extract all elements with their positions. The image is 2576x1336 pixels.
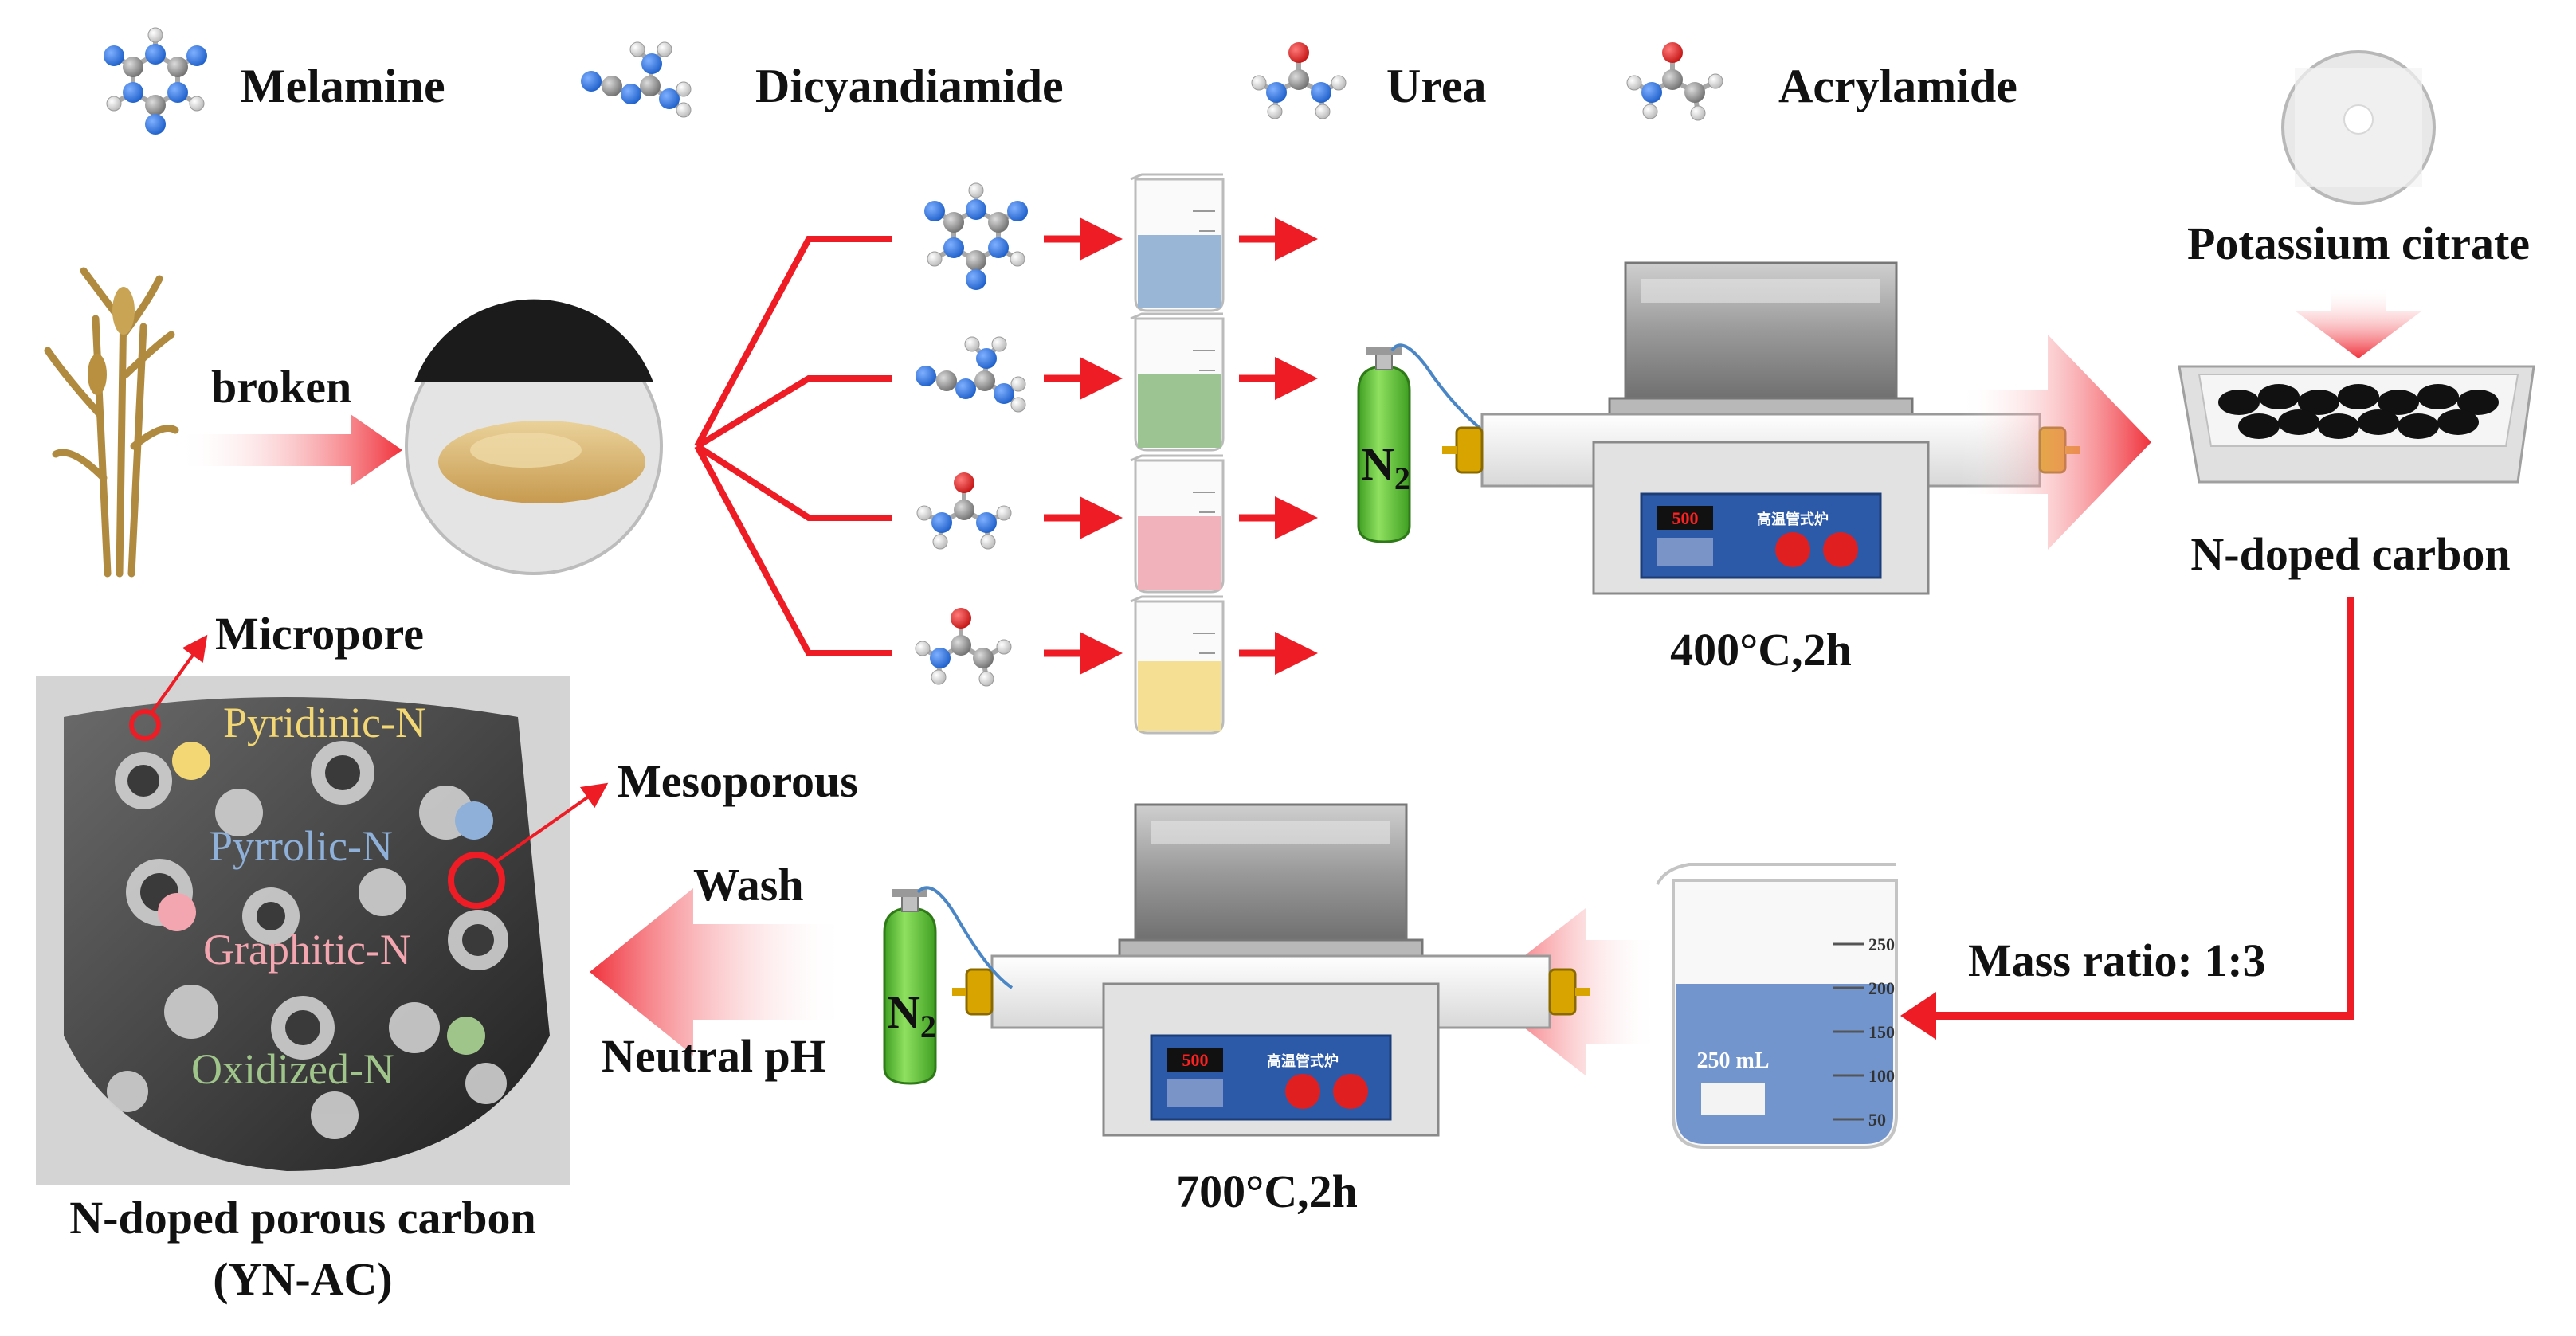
beaker-tick-label: 100	[1868, 1066, 1895, 1086]
broken-label: broken	[211, 361, 351, 413]
porous-carbon-icon	[36, 676, 570, 1185]
mesoporous-label: Mesoporous	[618, 755, 858, 807]
neutral-ph-label: Neutral pH	[602, 1030, 826, 1082]
mesopore-pointer	[494, 782, 609, 864]
return-line	[1928, 597, 2354, 1020]
acrylamide-molecule-icon	[916, 608, 1011, 686]
melamine-molecule-icon	[104, 28, 207, 135]
melamine-molecule-icon	[924, 183, 1028, 290]
temp-400-label: 400°C,2h	[1670, 624, 1852, 676]
acrylamide-molecule-icon	[1627, 42, 1723, 120]
urea-molecule-icon	[917, 472, 1011, 549]
furnace-brand: 高温管式炉	[1267, 1052, 1339, 1069]
beaker-tick-label: 250	[1868, 934, 1895, 954]
legend-acrylamide: Acrylamide	[1778, 60, 2017, 112]
beaker-tick-label: 200	[1868, 978, 1895, 998]
row-acrylamide	[916, 595, 1318, 735]
legend: Melamine Dicyandiamide Urea Acrylamide	[104, 28, 2017, 135]
legend-dicyandiamide: Dicyandiamide	[755, 60, 1064, 112]
biomass-powder-icon	[405, 299, 663, 575]
dicyandiamide-molecule-icon	[916, 337, 1025, 412]
micropore-label: Micropore	[215, 608, 424, 660]
beaker-icon: 250 mL 250 200 150 100 50	[1656, 863, 1898, 1149]
furnace-display: 500	[1182, 1050, 1209, 1070]
pyridinic-n-marker	[172, 742, 210, 780]
broken-arrow	[179, 414, 402, 486]
oxidized-n-label: Oxidized-N	[191, 1045, 394, 1093]
pyridinic-n-label: Pyridinic-N	[223, 699, 426, 746]
temp-700-label: 700°C,2h	[1176, 1166, 1358, 1217]
row-dicyandiamide	[916, 312, 1318, 452]
tube-furnace-icon-second: 500 高温管式炉	[952, 805, 1590, 1135]
oxidized-n-marker	[447, 1017, 485, 1055]
beaker-volume: 250 mL	[1697, 1048, 1770, 1073]
corn-stalk-icon	[44, 267, 179, 578]
tube-furnace-icon: 500 高温管式炉	[1442, 263, 2080, 594]
arrow-down-citrate	[2295, 287, 2422, 358]
urea-solution	[1138, 516, 1221, 590]
legend-urea: Urea	[1386, 60, 1487, 112]
furnace-brand: 高温管式炉	[1757, 511, 1829, 527]
beaker-tick-label: 150	[1868, 1022, 1895, 1042]
melamine-solution	[1138, 235, 1221, 308]
big-arrow-right	[1960, 335, 2151, 550]
product-name: N-doped porous carbon	[69, 1192, 536, 1244]
carbon-boat-icon	[2178, 365, 2535, 484]
wash-label: Wash	[693, 859, 804, 911]
row-urea	[917, 454, 1318, 594]
pyrrolic-n-marker	[455, 801, 493, 840]
gas-hose	[1390, 343, 1500, 444]
n2-label-second: N2	[887, 986, 936, 1044]
urea-molecule-icon	[1252, 42, 1346, 119]
mesopore-ring	[448, 852, 505, 909]
potassium-citrate-label: Potassium citrate	[2187, 217, 2530, 269]
dicyandiamide-molecule-icon	[581, 42, 691, 117]
n-doped-carbon-label: N-doped carbon	[2190, 528, 2510, 580]
micropore-pointer	[150, 634, 208, 715]
gas-hose	[916, 886, 1014, 989]
potassium-citrate-icon	[2281, 50, 2436, 205]
return-arrowhead	[1900, 992, 1936, 1040]
legend-melamine: Melamine	[241, 60, 445, 112]
row-melamine	[924, 173, 1318, 312]
pyrrolic-n-label: Pyrrolic-N	[209, 822, 393, 870]
graphitic-n-label: Graphitic-N	[203, 926, 411, 974]
nitrogen-species: Pyridinic-N Pyrrolic-N Graphitic-N Oxidi…	[158, 699, 493, 1093]
product-code: (YN-AC)	[213, 1253, 393, 1305]
acrylamide-solution	[1138, 661, 1221, 731]
dicyandiamide-solution	[1138, 374, 1221, 448]
n2-label-first: N2	[1361, 438, 1410, 496]
graphitic-n-marker	[158, 893, 196, 931]
micropore-ring	[129, 709, 161, 741]
mass-ratio-label: Mass ratio: 1:3	[1968, 934, 2266, 986]
branch-lines	[694, 236, 892, 656]
beaker-tick-label: 50	[1868, 1110, 1886, 1130]
wash-arrow	[590, 888, 845, 1056]
furnace-display: 500	[1672, 508, 1699, 528]
